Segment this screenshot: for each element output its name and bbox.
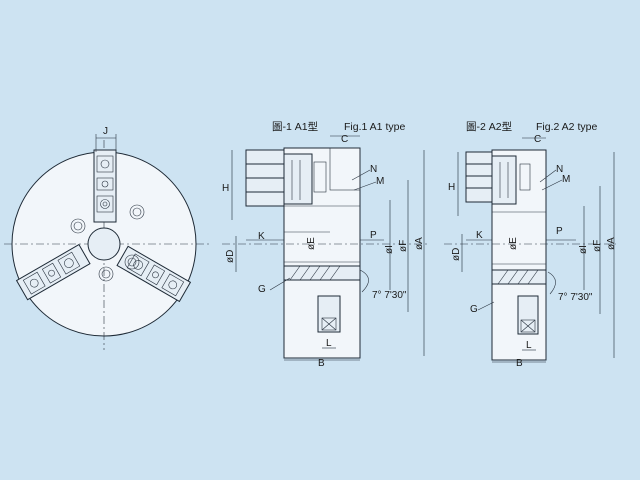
- fig1-label-n: N: [370, 164, 377, 175]
- fig1-title-cn: 圖-1 A1型: [272, 120, 318, 133]
- fig2-label-h: H: [448, 182, 455, 193]
- fig2-side-view: 圖-2 A2型 Fig.2 A2 type H: [444, 120, 617, 369]
- fig1-label-e: øE: [306, 237, 317, 250]
- bolt-holes: [70, 204, 145, 282]
- fig2-label-p: P: [556, 226, 563, 237]
- fig1-label-angle: 7° 7'30": [372, 290, 407, 301]
- fig2-label-m: M: [562, 174, 570, 185]
- fig1-label-f: øF: [398, 240, 409, 252]
- fig2-label-l: L: [526, 340, 532, 351]
- center-bore: [87, 227, 121, 261]
- jaw-top: [93, 149, 117, 223]
- fig1-label-p: P: [370, 230, 377, 241]
- fig2-label-d: øD: [451, 248, 462, 261]
- fig1-label-l: L: [326, 338, 332, 349]
- fig2-title-cn: 圖-2 A2型: [466, 120, 512, 133]
- fig1-label-h: H: [222, 183, 229, 194]
- fig1-jaw: [245, 149, 327, 207]
- fig2-label-n: N: [556, 164, 563, 175]
- fig2-label-f: øF: [592, 240, 603, 252]
- fig1-title-en: Fig.1 A1 type: [344, 121, 405, 133]
- label-j: J: [103, 126, 108, 137]
- fig1-label-i: øI: [384, 245, 395, 254]
- fig2-label-i: øI: [578, 245, 589, 254]
- fig2-section-hatch: [491, 269, 547, 335]
- fig2-title-en: Fig.2 A2 type: [536, 121, 597, 133]
- fig1-label-d: øD: [225, 250, 236, 263]
- fig1-label-b: B: [318, 358, 325, 369]
- fig2-label-c: C: [534, 134, 541, 145]
- fig1-label-g: G: [258, 284, 266, 295]
- fig2-label-b: B: [516, 358, 523, 369]
- fig1-label-c: C: [341, 134, 348, 145]
- fig2-label-a: øA: [606, 237, 617, 250]
- fig1-label-k: K: [258, 231, 265, 242]
- fig2-label-k: K: [476, 230, 483, 241]
- fig2-label-e: øE: [508, 237, 519, 250]
- jaw-right: [15, 243, 91, 301]
- fig2-label-g: G: [470, 304, 478, 315]
- fig1-side-view: 圖-1 A1型 Fig.1 A1 type: [222, 120, 430, 369]
- front-view: J: [4, 126, 212, 350]
- fig1-label-a: øA: [414, 237, 425, 250]
- fig1-section-hatch: [283, 265, 361, 333]
- fig2-label-angle: 7° 7'30": [558, 292, 593, 303]
- fig2-jaw: [465, 151, 531, 205]
- fig1-label-m: M: [376, 176, 384, 187]
